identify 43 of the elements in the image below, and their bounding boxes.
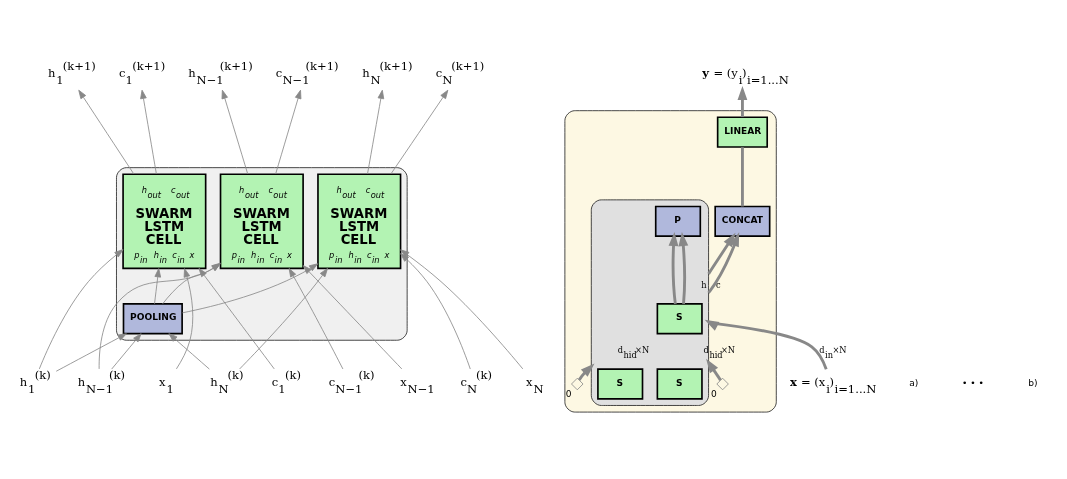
- node-box: CONCAT: [714, 205, 771, 238]
- arrow: [198, 268, 275, 370]
- arrow: [704, 319, 828, 370]
- arrow: [367, 89, 385, 175]
- arrow: [168, 333, 210, 370]
- node-label: 0: [711, 389, 717, 400]
- node-diamond: [571, 377, 584, 391]
- node-box: P: [654, 205, 702, 238]
- arrow: [707, 232, 740, 294]
- node-diamond: [716, 377, 729, 391]
- node-box: LINEAR: [716, 116, 769, 148]
- arrow: [302, 265, 403, 370]
- arrow: [78, 89, 135, 175]
- label: b): [1028, 378, 1038, 389]
- arrow: [111, 333, 142, 370]
- arrow: [55, 333, 127, 372]
- edge-label: c: [716, 280, 721, 291]
- cluster: [590, 199, 709, 406]
- label: • • •: [962, 378, 984, 389]
- arrow: [38, 249, 124, 370]
- arrow: [154, 268, 162, 305]
- connector: [741, 147, 744, 207]
- label: a): [909, 378, 919, 389]
- arrow: [288, 268, 344, 370]
- arrow: [275, 89, 302, 175]
- arrow: [737, 86, 748, 118]
- cluster: [564, 110, 777, 413]
- node-box: S: [597, 368, 644, 400]
- arrow: [668, 232, 679, 304]
- edge-label: h: [701, 280, 707, 291]
- arrow: [707, 232, 736, 275]
- arrow: [400, 249, 524, 370]
- arrow: [400, 253, 471, 370]
- node-box: S: [656, 303, 703, 335]
- node-label: 0: [565, 389, 572, 400]
- arrow: [221, 89, 249, 175]
- arrow: [140, 89, 157, 175]
- node-box: POOLING: [122, 303, 183, 335]
- arrow: [176, 268, 194, 370]
- arrow: [390, 89, 449, 175]
- arrow: [678, 232, 689, 304]
- arrow: [239, 268, 328, 370]
- node-box: S: [656, 368, 703, 400]
